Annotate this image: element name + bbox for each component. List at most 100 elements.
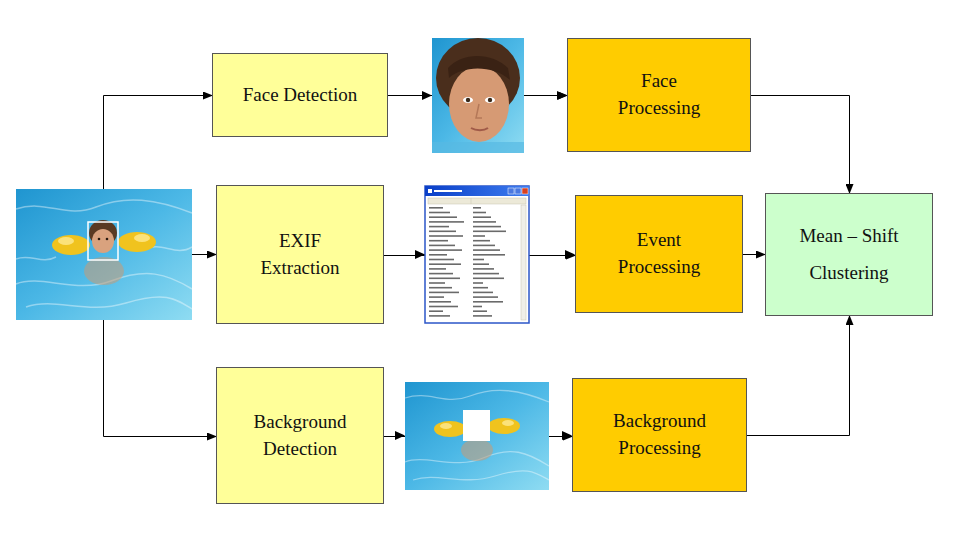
face-thumbnail-part bbox=[485, 97, 495, 103]
flow-arrow bbox=[747, 316, 850, 436]
exif-window-part-part bbox=[473, 278, 504, 280]
exif-window-part bbox=[522, 188, 528, 194]
exif-window-part-part bbox=[429, 240, 448, 242]
exif-window-part-part bbox=[429, 254, 447, 256]
exif-window-part-part bbox=[473, 235, 485, 237]
exif-window-part-part bbox=[473, 216, 491, 218]
background-thumbnail-part bbox=[440, 423, 452, 429]
exif-window-part-part bbox=[473, 315, 492, 317]
exif-window-part-part bbox=[429, 287, 452, 289]
exif-window-part-part bbox=[429, 235, 463, 237]
box-label: Face Processing bbox=[599, 68, 719, 121]
arrow-head bbox=[557, 91, 567, 100]
input-photo-part bbox=[118, 232, 156, 252]
exif-window bbox=[425, 186, 529, 323]
exif-window-part-part bbox=[473, 268, 494, 270]
exif-window-part-part bbox=[473, 259, 484, 261]
box-label: Face Detection bbox=[243, 82, 357, 108]
input-photo-part-part bbox=[16, 200, 192, 213]
exif-window-part-part bbox=[429, 259, 454, 261]
arrow-head bbox=[415, 250, 425, 259]
input-photo-part bbox=[106, 238, 109, 241]
input-wires-part bbox=[104, 320, 217, 437]
arrow-head bbox=[422, 91, 432, 100]
exif-window-part-part bbox=[473, 296, 498, 298]
exif-window-part-part bbox=[473, 231, 506, 233]
flow-arrow bbox=[751, 96, 850, 194]
exif-window-part-part bbox=[429, 301, 451, 303]
exif-window-part bbox=[425, 186, 529, 196]
exif-window-part-part bbox=[429, 226, 449, 228]
exif-window-part-part bbox=[473, 212, 486, 214]
input-photo-part bbox=[16, 200, 192, 309]
background-thumbnail-part bbox=[502, 420, 514, 426]
background-thumbnail-part bbox=[405, 382, 549, 490]
process-box: Background Processing bbox=[572, 378, 747, 492]
exif-window-part-part bbox=[429, 278, 460, 280]
background-thumbnail-part-part bbox=[413, 471, 549, 480]
exif-window-part bbox=[429, 207, 506, 317]
exif-window-part-part bbox=[429, 245, 455, 247]
exif-window-part-part bbox=[429, 221, 464, 223]
exif-window-part-part bbox=[429, 282, 445, 284]
exif-window-part-part bbox=[429, 310, 443, 312]
box-label: Background Detection bbox=[230, 409, 370, 462]
face-thumbnail bbox=[432, 38, 524, 153]
face-thumbnail-part bbox=[432, 38, 524, 153]
input-wires-part bbox=[192, 254, 216, 255]
flow-arrow bbox=[743, 254, 765, 255]
exif-window-part-part bbox=[429, 268, 446, 270]
face-thumbnail-part bbox=[488, 98, 492, 102]
exif-window-part-part bbox=[473, 292, 493, 294]
process-box: Mean – Shift Clustering bbox=[765, 193, 933, 316]
exif-window-part-part bbox=[429, 273, 453, 275]
face-thumbnail-part bbox=[476, 104, 482, 118]
exif-window-part bbox=[434, 190, 462, 192]
background-thumbnail-part bbox=[488, 418, 520, 434]
background-thumbnail bbox=[405, 382, 549, 490]
exif-window-part-part bbox=[429, 263, 461, 265]
exif-window-part bbox=[425, 186, 529, 323]
exif-window-part bbox=[428, 198, 526, 204]
face-thumbnail-part bbox=[471, 128, 488, 130]
exif-window-part-part bbox=[429, 231, 456, 233]
exif-window-part bbox=[515, 188, 521, 194]
arrow-head bbox=[395, 431, 405, 440]
exif-window-part-part bbox=[473, 306, 482, 308]
arrow-head bbox=[565, 250, 575, 259]
exif-window-part bbox=[508, 188, 514, 194]
input-photo-part bbox=[84, 257, 124, 285]
box-label: Mean – Shift Clustering bbox=[779, 218, 919, 290]
exif-window-part-part bbox=[473, 226, 501, 228]
face-thumbnail-part bbox=[432, 142, 524, 153]
exif-window-part-part bbox=[473, 207, 481, 209]
exif-window-part-part bbox=[473, 282, 483, 284]
exif-window-part-part bbox=[473, 310, 487, 312]
exif-window-part-part bbox=[429, 315, 450, 317]
exif-window-part-part bbox=[473, 273, 499, 275]
box-label: Event Processing bbox=[599, 227, 719, 280]
exif-window-part-part bbox=[473, 221, 496, 223]
exif-window-part-part bbox=[473, 263, 489, 265]
exif-window-part-part bbox=[429, 207, 443, 209]
input-photo-part bbox=[98, 238, 101, 241]
input-photo-part bbox=[16, 189, 192, 320]
box-label: Background Processing bbox=[592, 408, 727, 461]
background-thumbnail-part-part bbox=[405, 390, 549, 402]
exif-window-part-part bbox=[473, 301, 503, 303]
input-photo-part-part bbox=[16, 257, 56, 260]
exif-window-part-part bbox=[429, 292, 459, 294]
exif-window-part-part bbox=[429, 306, 458, 308]
face-thumbnail-part bbox=[463, 97, 473, 103]
input-photo bbox=[16, 189, 192, 320]
input-photo-part bbox=[52, 235, 90, 255]
input-photo-part bbox=[88, 222, 118, 260]
process-box: Event Processing bbox=[575, 195, 743, 313]
exif-window-part-part bbox=[473, 254, 505, 256]
box-label: EXIF Extraction bbox=[245, 228, 355, 281]
face-thumbnail-part bbox=[466, 98, 470, 102]
background-thumbnail-part bbox=[405, 390, 549, 480]
exif-window-part bbox=[428, 189, 432, 193]
exif-window-part-part bbox=[429, 212, 450, 214]
